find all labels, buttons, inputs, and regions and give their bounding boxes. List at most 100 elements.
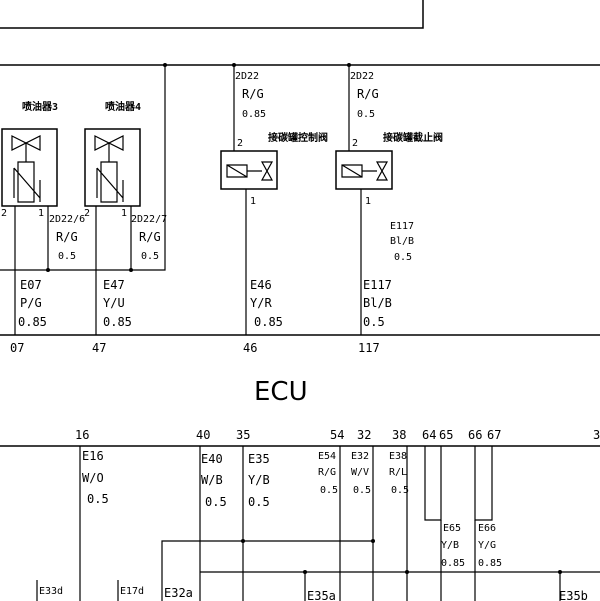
injector-3-pin2: 2 [1,208,7,219]
wire-e117-code: E117 [363,278,392,292]
valve-b-body [335,150,393,190]
valve-a-pin2: 2 [237,138,243,149]
injector-feed-wire [0,65,166,271]
junction-dot [46,268,50,272]
top-frame-box [0,0,424,29]
e16-size: 0.5 [87,492,109,506]
e32-size: 0.5 [353,485,371,496]
wire-e47-size: 0.85 [103,315,132,329]
ecu-pin-38: 38 [392,428,406,442]
wire-e46-color: Y/R [250,296,272,310]
wire-e47-color: Y/U [103,296,125,310]
e54-color: R/G [318,467,336,478]
e35-code: E35 [248,452,270,466]
injector-4-pin2: 2 [84,208,90,219]
wire-e66-loop [474,446,493,521]
ecu-pin-32: 32 [357,428,371,442]
injector-3: 喷油器3 2 1 2D22/6 R/G 0.5 [1,100,85,335]
ecu-pin-47: 47 [92,341,106,355]
valve-b-pin2: 2 [352,138,358,149]
ecu-pin-65: 65 [439,428,453,442]
bottom-labels: E33d E17d E32a E35a E35b [39,586,588,601]
wire-e46-size: 0.85 [254,315,283,329]
e40-size: 0.5 [205,495,227,509]
label-e33d: E33d [39,586,63,597]
valve-a-symbol [226,161,274,181]
ecu-pin-117: 117 [358,341,380,355]
label-e17d: E17d [120,586,144,597]
injector-3-label: 喷油器3 [22,100,58,113]
e65-color: Y/B [441,540,459,551]
e35-size: 0.5 [248,495,270,509]
label-e35a: E35a [307,589,336,601]
e65-size: 0.85 [441,558,465,569]
e32-code: E32 [351,451,369,462]
valve-b-label: 接碳罐截止阀 [383,131,443,144]
wire-e65-loop [424,446,442,521]
junction-dot [371,539,375,543]
valve-a-wire-size: 0.85 [242,109,266,120]
ecu-pin-35: 35 [236,428,250,442]
ecu-label: ECU [254,377,308,407]
e65-code: E65 [443,523,461,534]
ecu-pin-64: 64 [422,428,436,442]
e16-color: W/O [82,471,104,485]
injector-4-symbol [94,135,124,203]
wire-e46-code: E46 [250,278,272,292]
wire-e117-color: Bl/B [363,296,392,310]
side-wire-code: E117 [390,221,414,232]
injector-4: 喷油器4 2 1 2D22/7 R/G 0.5 [84,100,167,335]
wire-e07-code: E07 [20,278,42,292]
ecu-lower-wires [36,446,600,601]
e40-color: W/B [201,473,223,487]
wire-e07-size: 0.85 [18,315,47,329]
valve-a-wire-color: R/G [242,87,264,101]
e66-size: 0.85 [478,558,502,569]
ecu-lower-wire-labels: E16 W/O 0.5 E40 W/B 0.5 E35 Y/B 0.5 E54 … [82,449,502,569]
e66-code: E66 [478,523,496,534]
valve-a-body [220,150,278,190]
injector-4-label: 喷油器4 [105,100,141,113]
lower-wire-labels: E07 P/G 0.85 E47 Y/U 0.85 E46 Y/R 0.85 E… [18,278,392,329]
cross-wire-upper [161,540,373,601]
injector-4-pin1: 1 [121,208,127,219]
valve-b-symbol [341,161,389,181]
canister-cutoff-valve: 2D22 R/G 0.5 接碳罐截止阀 2 1 E117 Bl/B 0.5 [335,65,443,335]
valve-b-pin1: 1 [365,196,371,207]
valve-a-label: 接碳罐控制阀 [268,131,328,144]
e40-code: E40 [201,452,223,466]
e16-code: E16 [82,449,104,463]
valve-b-wire-code: 2D22 [350,71,374,82]
ecu-pin-54: 54 [330,428,344,442]
e35-color: Y/B [248,473,270,487]
inj3-wire-color: R/G [56,230,78,244]
inj4-wire-color: R/G [139,230,161,244]
ecu-pin-67: 67 [487,428,501,442]
junction-dot [405,570,409,574]
valve-b-wire-size: 0.5 [357,109,375,120]
wire-e117-size: 0.5 [363,315,385,329]
injector-3-pin1: 1 [38,208,44,219]
junction-dot [241,539,245,543]
valve-a-wire-code: 2D22 [235,71,259,82]
inj3-wire-code: 2D22/6 [49,214,85,225]
side-wire-color: Bl/B [390,236,414,247]
injector-3-symbol [11,135,41,203]
inj3-wire-size: 0.5 [58,251,76,262]
e32-color: W/V [351,467,369,478]
valve-b-wire-color: R/G [357,87,379,101]
e54-code: E54 [318,451,336,462]
junction-dot [129,268,133,272]
ecu-pin-07: 07 [10,341,24,355]
e38-color: R/L [389,467,407,478]
wire-e47-code: E47 [103,278,125,292]
ecu-pin-46: 46 [243,341,257,355]
e38-code: E38 [389,451,407,462]
label-e35b: E35b [559,589,588,601]
ecu-lower-pins: 16 40 35 54 32 38 64 65 66 67 3 [75,428,600,442]
canister-control-valve: 2D22 R/G 0.85 接碳罐控制阀 2 1 [220,65,328,335]
inj4-wire-code: 2D22/7 [131,214,167,225]
injector-4-body [84,128,141,207]
e66-color: Y/G [478,540,496,551]
